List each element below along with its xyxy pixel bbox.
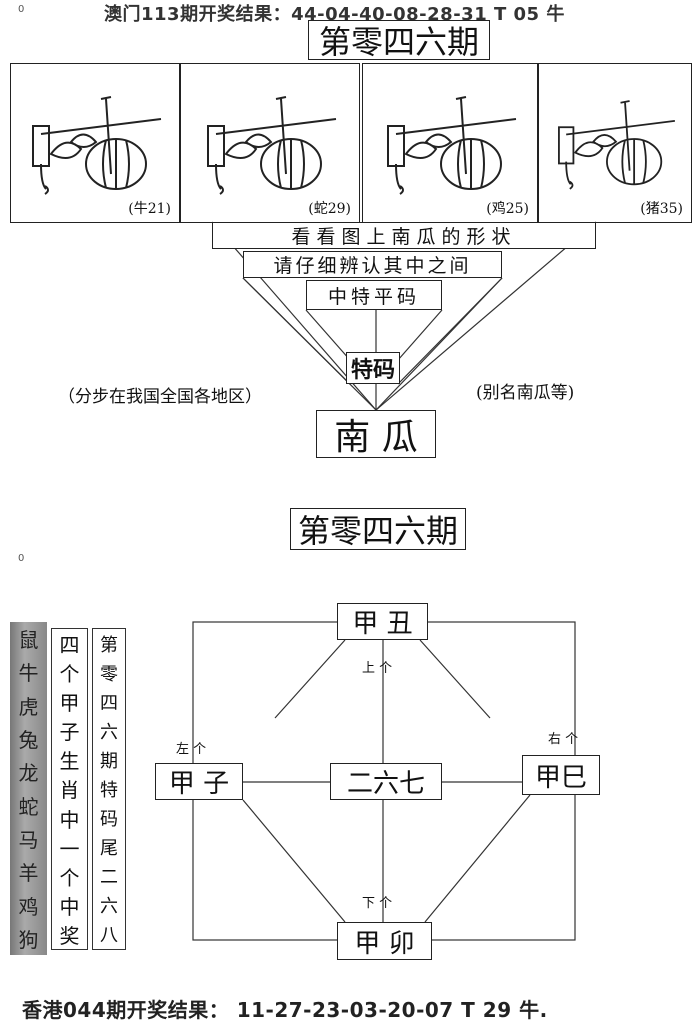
column-char: 码: [100, 809, 118, 830]
column-char: 中: [59, 894, 80, 919]
note-left: （分步在我国全国各地区）: [58, 387, 262, 407]
label-left: 左 个: [176, 742, 207, 757]
label-top: 上 个: [362, 661, 393, 676]
label-bottom: 下 个: [362, 896, 393, 911]
special-code-label: 特码: [346, 352, 400, 384]
panel-label: (蛇29): [308, 201, 351, 217]
clue-special: 中特平码: [306, 280, 442, 310]
column-char: 中: [59, 807, 80, 832]
column-char: 个: [59, 662, 80, 687]
answer-box: 南 瓜: [316, 410, 436, 458]
column-char: 马: [18, 827, 39, 852]
column-char: 六: [100, 896, 118, 918]
column-char: 甲: [59, 691, 80, 716]
column-char: 狗: [18, 927, 39, 952]
column-char: 龙: [18, 761, 39, 786]
column-char: 六: [100, 721, 118, 743]
column-char: 四: [100, 692, 118, 714]
pumpkin-icon: [387, 96, 517, 195]
column-char: 一: [59, 836, 80, 861]
clue-shape: 看看图上南瓜的形状: [212, 222, 596, 249]
period-column: 第零四六期特码尾二六八: [92, 628, 126, 950]
column-char: 个: [59, 865, 80, 890]
zodiac-column: 鼠牛虎兔龙蛇马羊鸡狗: [10, 622, 47, 955]
macau-result-header: 澳门113期开奖结果：44-04-40-08-28-31 T 05 牛: [104, 4, 565, 25]
hint-column: 四个甲子生肖中一个中奖: [51, 628, 88, 950]
pumpkin-panel: (牛21): [10, 63, 180, 223]
column-char: 零: [100, 663, 118, 685]
column-char: 鸡: [18, 894, 39, 919]
panel-label: (猪35): [640, 201, 683, 217]
column-char: 奖: [59, 923, 80, 948]
hongkong-result-footer: 香港044期开奖结果： 11-27-23-03-20-07 T 29 牛.: [22, 998, 548, 1022]
clue-between: 请仔细辨认其中之间: [243, 251, 502, 278]
column-char: 鼠: [18, 628, 39, 653]
node-center: 二六七: [330, 763, 442, 800]
node-left: 甲 子: [155, 763, 243, 800]
column-char: 牛: [18, 661, 39, 686]
column-char: 生: [59, 749, 80, 774]
pumpkin-icon: [558, 100, 675, 190]
node-bottom: 甲 卯: [337, 922, 432, 960]
pumpkin-icon: [32, 96, 162, 195]
node-top: 甲 丑: [337, 603, 428, 640]
node-right: 甲巳: [522, 755, 600, 795]
top-title: 第零四六期: [308, 20, 490, 61]
panel-label: (牛21): [128, 201, 171, 217]
column-char: 虎: [18, 694, 39, 719]
page-marker: 0: [18, 4, 25, 15]
pumpkin-panel: (蛇29): [180, 63, 360, 223]
column-char: 二: [100, 867, 118, 889]
column-char: 期: [100, 750, 118, 772]
column-char: 第: [100, 634, 118, 656]
bottom-title: 第零四六期: [290, 508, 466, 550]
column-char: 特: [100, 779, 118, 801]
pumpkin-panel: (猪35): [538, 63, 692, 223]
column-char: 尾: [100, 838, 118, 860]
note-right: (别名南瓜等): [476, 383, 575, 403]
panel-label: (鸡25): [486, 201, 529, 217]
column-char: 四: [59, 633, 80, 658]
page-marker: 0: [18, 553, 25, 564]
label-right: 右 个: [548, 732, 579, 747]
column-char: 子: [59, 720, 80, 745]
column-char: 羊: [18, 861, 39, 886]
column-char: 肖: [59, 778, 80, 803]
pumpkin-icon: [207, 96, 337, 195]
column-char: 八: [100, 925, 118, 947]
column-char: 兔: [18, 728, 39, 753]
column-char: 蛇: [18, 794, 39, 819]
